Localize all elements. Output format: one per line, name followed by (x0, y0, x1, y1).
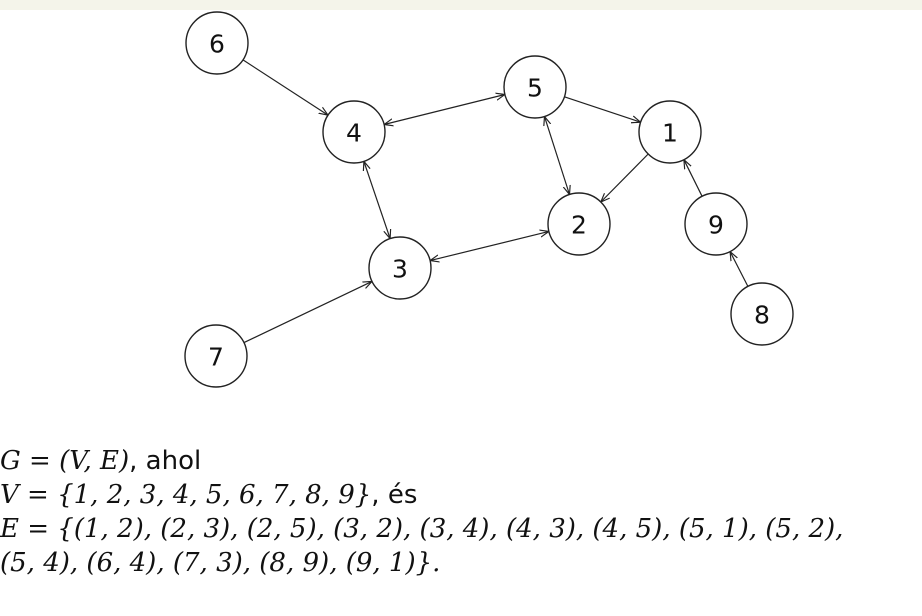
node-4: 4 (322, 100, 386, 164)
edge-2-5 (545, 117, 570, 195)
edge-6-4 (242, 59, 328, 115)
node-label: 2 (571, 211, 587, 240)
edge-7-3 (243, 281, 372, 344)
node-circle (184, 324, 248, 388)
edge-4-5 (384, 95, 505, 125)
node-9: 9 (684, 192, 748, 256)
edge-1-2 (601, 153, 649, 202)
node-2: 2 (547, 192, 611, 256)
node-label: 4 (346, 119, 362, 148)
node-circle (684, 192, 748, 256)
es-word: , és (371, 480, 418, 510)
node-circle (730, 282, 794, 346)
top-strip (0, 0, 922, 10)
node-circle (322, 100, 386, 164)
node-6: 6 (185, 11, 249, 75)
definition-line-2: V = {1, 2, 3, 4, 5, 6, 7, 8, 9}, és (0, 478, 922, 512)
edge-2-3 (430, 231, 549, 260)
node-5: 5 (503, 55, 567, 119)
node-7: 7 (184, 324, 248, 388)
node-label: 1 (662, 119, 678, 148)
ahol-word: , ahol (129, 446, 202, 476)
node-circle (185, 11, 249, 75)
nodes-layer: 1 2 3 4 5 6 7 8 9 (184, 11, 794, 388)
node-1: 1 (638, 100, 702, 164)
directed-graph: 1 2 3 4 5 6 7 8 9 (184, 11, 794, 388)
definition-line-1: G = (V, E), ahol (0, 444, 922, 478)
node-circle (638, 100, 702, 164)
edge-3-4 (364, 161, 390, 238)
edge-8-9 (730, 252, 749, 287)
node-circle (547, 192, 611, 256)
node-label: 3 (392, 255, 408, 284)
vertex-set: V = {1, 2, 3, 4, 5, 6, 7, 8, 9} (0, 480, 372, 510)
node-circle (503, 55, 567, 119)
edge-set-part-1: E = {(1, 2), (2, 3), (2, 5), (3, 2), (3,… (0, 514, 844, 544)
edge-set-part-2: (5, 4), (6, 4), (7, 3), (8, 9), (9, 1)}. (0, 548, 441, 578)
node-circle (368, 236, 432, 300)
definition-line-3: E = {(1, 2), (2, 3), (2, 5), (3, 2), (3,… (0, 512, 922, 546)
edge-5-1 (564, 96, 640, 122)
edge-9-1 (684, 160, 703, 197)
node-label: 8 (754, 301, 770, 330)
graph-tuple: G = (V, E) (0, 446, 130, 476)
definition-line-4: (5, 4), (6, 4), (7, 3), (8, 9), (9, 1)}. (0, 546, 922, 580)
node-label: 9 (708, 211, 724, 240)
node-3: 3 (368, 236, 432, 300)
node-label: 6 (209, 30, 225, 59)
graph-definition: G = (V, E), ahol V = {1, 2, 3, 4, 5, 6, … (0, 444, 922, 580)
node-label: 5 (527, 74, 543, 103)
edges-layer (242, 59, 749, 344)
node-label: 7 (208, 343, 224, 372)
node-8: 8 (730, 282, 794, 346)
